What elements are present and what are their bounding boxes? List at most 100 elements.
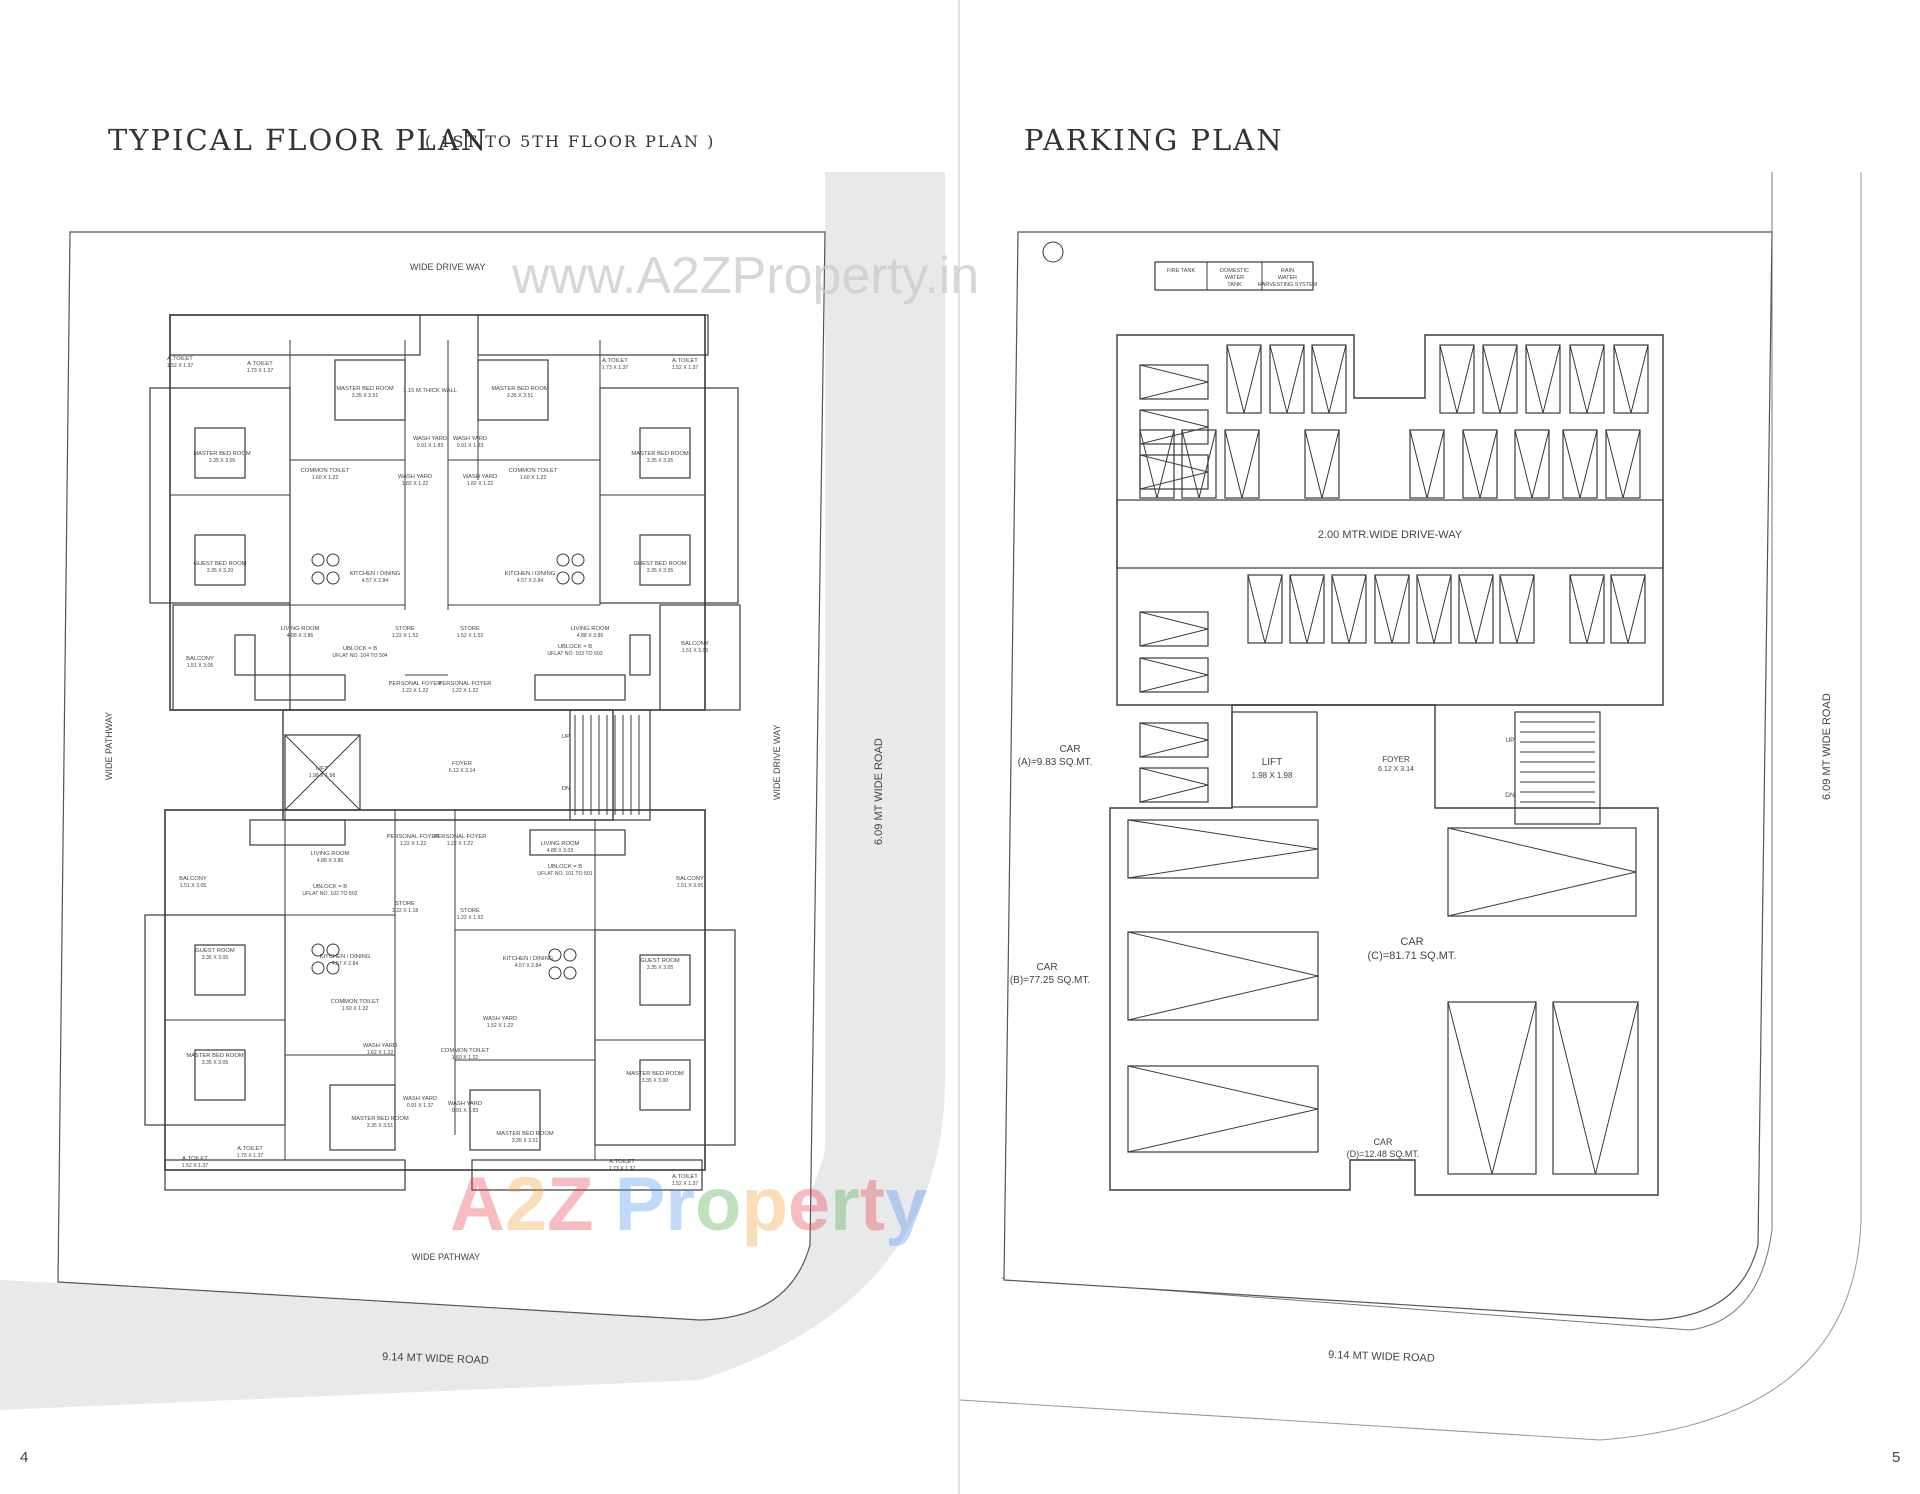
room-name: FOYER [452, 761, 472, 767]
room-size: 3.35 X 3.05 [647, 965, 674, 971]
slot-mark [1447, 827, 1637, 873]
slot-mark [1269, 344, 1288, 414]
slot-mark [1139, 409, 1209, 428]
slot-mark [1139, 657, 1209, 676]
room-size: 4.88 X 3.86 [287, 633, 314, 639]
watermark-letter [594, 1162, 615, 1247]
room-size: 1.52 X 1.52 [457, 633, 484, 639]
watermark-letter: p [741, 1162, 787, 1247]
room-size: 3.35 X 3.20 [207, 568, 234, 574]
lift-size: 1.98 X 1.98 [1252, 771, 1293, 780]
dining-chair [326, 571, 340, 585]
watermark-letter: 2 [505, 1162, 547, 1247]
room-size: 1.22 X 1.22 [400, 841, 427, 847]
dn-label: DN [1505, 792, 1515, 799]
slot-mark [1139, 426, 1209, 445]
dining-chair [326, 553, 340, 567]
dining-chair [548, 966, 562, 980]
watermark-letter: o [695, 1162, 741, 1247]
slot-mark [1391, 574, 1410, 644]
watermark-letter: P [615, 1162, 666, 1247]
room-name: GUEST BED ROOM [193, 561, 246, 567]
slot-mark [1311, 344, 1330, 414]
room-size: UFLAT NO. 103 TO 503 [547, 651, 602, 657]
slot-mark [1458, 574, 1477, 644]
slot-mark [1181, 429, 1200, 499]
room-size: 1.60 X 1.22 [452, 1055, 479, 1061]
room-name: A.TOILET [609, 1159, 635, 1165]
room-size: 4.88 X 3.86 [577, 633, 604, 639]
room-size: 1.52 X 1.37 [167, 363, 194, 369]
room-name: BALCONY [676, 876, 704, 882]
driveway-label: 2.00 MTR.WIDE DRIVE-WAY [1318, 529, 1463, 541]
slot-mark [1426, 429, 1445, 499]
bedroom-bed [639, 534, 691, 586]
slot-mark [1156, 429, 1175, 499]
room-size: 1.82 X 1.22 [467, 481, 494, 487]
room-size: 4.57 X 2.84 [517, 578, 544, 584]
room-size: 0.91 X 1.83 [452, 1108, 479, 1114]
tank-label: HARVESTING SYSTEM [1258, 282, 1318, 288]
slot-mark [1531, 429, 1550, 499]
room-name: STORE [460, 626, 480, 632]
room-size: 1.73 X 1.37 [237, 1153, 264, 1159]
slot-mark [1374, 574, 1393, 644]
room-size: 6.12 X 3.14 [449, 768, 476, 774]
dining-chair [311, 553, 325, 567]
room-name: WASH YARD [483, 1016, 517, 1022]
room-name: LIVING ROOM [541, 841, 580, 847]
slot-mark [1630, 344, 1649, 414]
bedroom-bed [194, 1049, 246, 1101]
slot-mark [1542, 344, 1561, 414]
slot-mark [1224, 429, 1243, 499]
slot-mark [1462, 429, 1481, 499]
room-name: LIFT [316, 766, 328, 772]
road-area [0, 172, 945, 1410]
slot-mark [1433, 574, 1452, 644]
room-name: BALCONY [681, 641, 709, 647]
room-name: WASH YARD [453, 436, 487, 442]
slot-mark [1321, 429, 1340, 499]
dining-chair [571, 553, 585, 567]
room-size: 1.73 X 1.37 [609, 1166, 636, 1172]
room-size: 1.60 X 1.22 [312, 475, 339, 481]
lower-block-outline [164, 809, 706, 1171]
slot-mark [1289, 574, 1308, 644]
slot-mark [1139, 739, 1209, 758]
car-b-label: CAR [1036, 962, 1057, 973]
room-name: MASTER BED ROOM [351, 1116, 409, 1122]
room-name: PERSONAL FOYER [387, 834, 440, 840]
room-name: MASTER BED ROOM [491, 386, 549, 392]
slot-mark [1409, 429, 1428, 499]
room-size: 0.91 X 1.83 [457, 443, 484, 449]
room-name: 1.15 M.THICK WALL [403, 388, 458, 394]
room-size: 0.91 X 1.37 [407, 1103, 434, 1109]
room-size: 3.35 X 3.05 [202, 955, 229, 961]
stairs-box [1514, 711, 1601, 825]
slot-mark [1247, 574, 1266, 644]
bedroom-bed [194, 534, 246, 586]
dining-chair [311, 571, 325, 585]
south-road-label-parking: 9.14 MT WIDE ROAD [1328, 1349, 1435, 1365]
slot-mark [1569, 574, 1588, 644]
driveway-band [1116, 499, 1664, 569]
slot-mark [1139, 767, 1209, 786]
sofa [249, 819, 346, 846]
lift-cross [284, 734, 361, 811]
room-size: 0.91 X 1.83 [417, 443, 444, 449]
room-name: STORE [460, 908, 480, 914]
sofa [234, 634, 256, 676]
room-size: 3.35 X 3.05 [647, 568, 674, 574]
room-size: 4.57 X 2.84 [362, 578, 389, 584]
room-size: 1.51 X 3.05 [677, 883, 704, 889]
watermark-letter: r [830, 1162, 860, 1247]
room-size: 4.57 X 2.84 [515, 963, 542, 969]
slot-mark [1139, 628, 1209, 647]
room-size: 3.35 X 3.51 [352, 393, 379, 399]
room-name: COMMON TOILET [509, 468, 558, 474]
room-size: 3.35 X 3.05 [202, 1060, 229, 1066]
dining-chair [556, 571, 570, 585]
room-size: 3.35 X 3.51 [512, 1138, 539, 1144]
slot-mark [1226, 344, 1245, 414]
right-page-number: 5 [1892, 1449, 1900, 1466]
